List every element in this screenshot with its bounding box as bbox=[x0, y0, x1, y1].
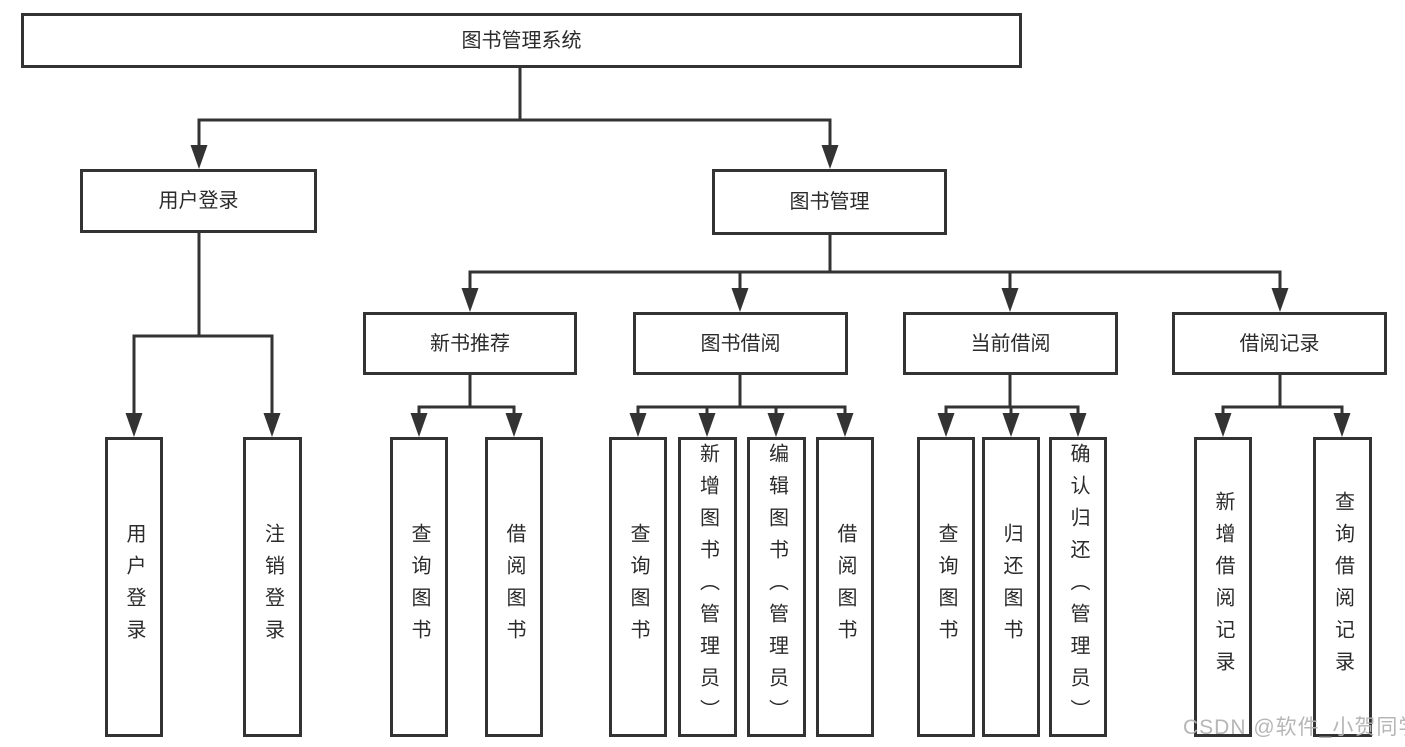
node-leaf-borrow-books: 借阅图书 bbox=[816, 437, 874, 737]
arrowhead-down-icon bbox=[1214, 413, 1232, 437]
node-leaf-add-borrow-record: 新增借阅记录 bbox=[1194, 437, 1252, 737]
arrowhead-down-icon bbox=[1333, 413, 1351, 437]
arrowhead-down-icon bbox=[937, 413, 955, 437]
arrowhead-down-icon bbox=[461, 288, 479, 312]
node-current-borrowing: 当前借阅 bbox=[903, 312, 1118, 375]
node-library-system: 图书管理系统 bbox=[21, 13, 1022, 68]
node-book-management: 图书管理 bbox=[712, 169, 947, 235]
watermark: CSDN @软件_小贺同学 bbox=[1183, 716, 1405, 739]
node-user-login: 用户登录 bbox=[80, 169, 317, 233]
node-leaf-query-books-borrow: 查询图书 bbox=[609, 437, 667, 737]
arrowhead-down-icon bbox=[1069, 413, 1087, 437]
arrowhead-down-icon bbox=[698, 413, 716, 437]
arrowhead-down-icon bbox=[1001, 288, 1019, 312]
node-leaf-logout: 注销登录 bbox=[243, 437, 302, 737]
node-leaf-query-books-recommend: 查询图书 bbox=[390, 437, 448, 737]
arrowhead-down-icon bbox=[410, 413, 428, 437]
node-borrowing-records: 借阅记录 bbox=[1172, 312, 1387, 375]
arrowhead-down-icon bbox=[821, 145, 839, 169]
node-leaf-query-borrow-record: 查询借阅记录 bbox=[1313, 437, 1372, 737]
node-leaf-return-books: 归还图书 bbox=[982, 437, 1040, 737]
node-leaf-user-login: 用户登录 bbox=[105, 437, 163, 737]
node-new-book-recommend: 新书推荐 bbox=[363, 312, 577, 375]
arrowhead-down-icon bbox=[731, 288, 749, 312]
arrowhead-down-icon bbox=[190, 145, 208, 169]
arrowhead-down-icon bbox=[125, 413, 143, 437]
arrowhead-down-icon bbox=[629, 413, 647, 437]
arrowhead-down-icon bbox=[1271, 288, 1289, 312]
node-leaf-query-books-current: 查询图书 bbox=[917, 437, 975, 737]
node-book-borrowing: 图书借阅 bbox=[633, 312, 848, 375]
node-leaf-borrow-books-recommend: 借阅图书 bbox=[485, 437, 543, 737]
arrowhead-down-icon bbox=[263, 413, 281, 437]
arrowhead-down-icon bbox=[767, 413, 785, 437]
arrowhead-down-icon bbox=[836, 413, 854, 437]
arrowhead-down-icon bbox=[505, 413, 523, 437]
arrowhead-down-icon bbox=[1002, 413, 1020, 437]
node-leaf-edit-books-admin: 编辑图书（管理员） bbox=[747, 437, 806, 737]
node-leaf-confirm-return-admin: 确认归还（管理员） bbox=[1049, 437, 1107, 737]
node-leaf-add-books-admin: 新增图书（管理员） bbox=[678, 437, 737, 737]
